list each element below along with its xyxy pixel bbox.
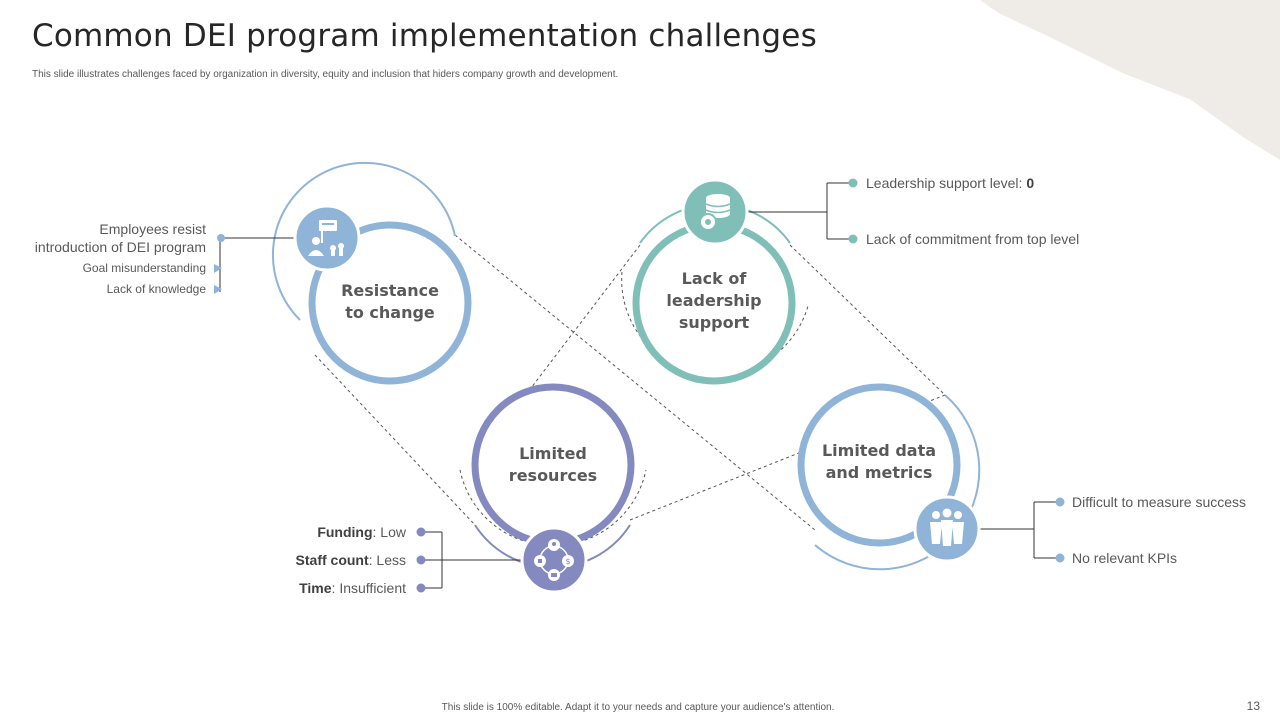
footer-note: This slide is 100% editable. Adapt it to…	[441, 702, 835, 713]
employees-resist-line2: introduction of DEI program	[34, 239, 206, 255]
protest-icon	[293, 204, 361, 272]
commitment-dot	[848, 234, 858, 244]
lack-of-knowledge-label: Lack of knowledge	[106, 282, 206, 296]
data-title: Limited data and metrics	[822, 440, 936, 484]
knowledge-marker	[214, 285, 222, 294]
data-title-line1: Limited data	[821, 441, 937, 460]
goal-misunderstanding-label: Goal misunderstanding	[82, 261, 206, 275]
data-title-line2: and metrics	[825, 463, 933, 482]
difficult-to-measure-label: Difficult to measure success	[1072, 494, 1247, 510]
data-ring	[797, 383, 961, 547]
database-gear-icon	[681, 178, 749, 246]
leadership-level-dot	[848, 178, 858, 188]
page-title: Common DEI program implementation challe…	[32, 18, 817, 54]
time-dot	[416, 583, 426, 593]
leadership-title-line1: Lack of	[681, 269, 747, 288]
resistance-dot	[217, 234, 225, 242]
resistance-ring	[308, 221, 472, 385]
dollar-glyph: $	[565, 557, 570, 566]
page-subtitle: This slide illustrates challenges faced …	[32, 69, 619, 80]
goal-marker	[214, 264, 222, 273]
funding-dot	[416, 527, 426, 537]
kpi-dot	[1055, 553, 1065, 563]
resistance-title: Resistance to change	[341, 280, 439, 324]
leadership-title: Lack of leadership support	[666, 268, 761, 334]
measure-dot	[1055, 497, 1065, 507]
staff-count-value: : Less	[368, 552, 406, 568]
funding-key: Funding	[317, 524, 373, 540]
time-value: : Insufficient	[331, 580, 406, 596]
resistance-outer-ring	[271, 161, 456, 321]
leadership-support-level: Leadership support level: 0	[866, 175, 1034, 191]
funding-value: : Low	[372, 524, 406, 540]
resistance-title-line1: Resistance	[341, 281, 439, 300]
resources-title: Limited resources	[509, 443, 597, 487]
leadership-title-line3: support	[678, 313, 750, 332]
funding-label: Funding: Low	[317, 524, 406, 540]
employees-resist-label: Employees resist introduction of DEI pro…	[35, 220, 206, 256]
leadership-level-value: 0	[1026, 175, 1035, 191]
lack-of-commitment-label: Lack of commitment from top level	[866, 231, 1080, 247]
time-label: Time: Insufficient	[299, 580, 406, 596]
leadership-title-line2: leadership	[666, 291, 762, 310]
page-number: 13	[1246, 699, 1260, 713]
staff-count-key: Staff count	[295, 552, 369, 568]
no-relevant-kpis-label: No relevant KPIs	[1072, 550, 1178, 566]
employees-resist-line1: Employees resist	[99, 221, 206, 237]
staff-count-label: Staff count: Less	[296, 552, 406, 568]
leadership-level-label: Leadership support level:	[866, 175, 1023, 191]
resistance-title-line2: to change	[345, 303, 435, 322]
resources-network-icon: $	[520, 526, 588, 594]
people-group-icon	[913, 495, 981, 563]
staff-dot	[416, 555, 426, 565]
time-key: Time	[299, 580, 332, 596]
resources-title-line2: resources	[508, 466, 598, 485]
resources-title-line1: Limited	[519, 444, 587, 463]
